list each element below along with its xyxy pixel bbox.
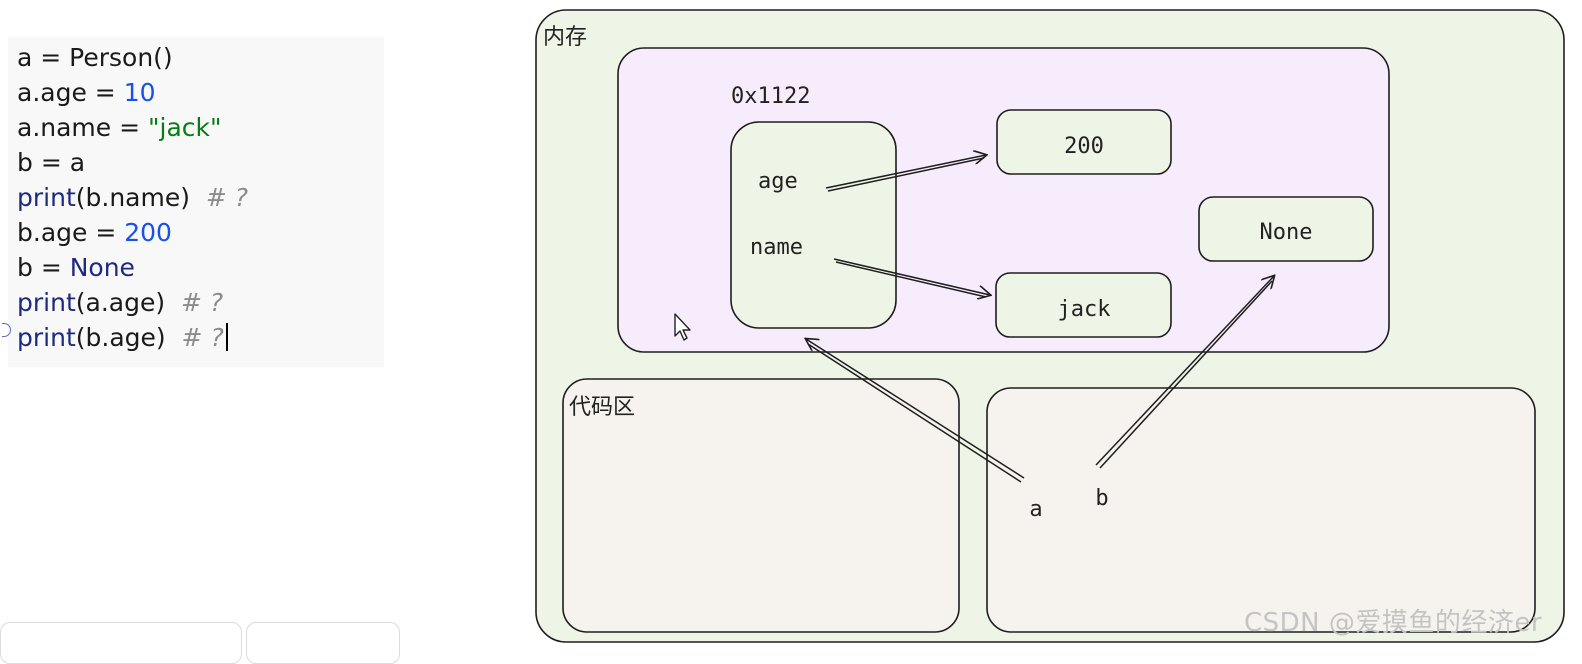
code-token: a.name =	[17, 113, 149, 142]
code-line: a.age = 10	[17, 76, 156, 110]
memory-label: 内存	[543, 25, 587, 50]
value-200: 200	[1064, 134, 1104, 159]
code-line: print(b.age) # ?	[17, 321, 228, 355]
value-box-200	[996, 109, 1172, 175]
value-box-none	[1198, 196, 1374, 262]
code-line: b = None	[17, 251, 135, 285]
value-jack: jack	[1058, 297, 1111, 322]
code-token: # ?	[205, 183, 249, 212]
stack-region	[986, 387, 1536, 633]
breakpoint-marker	[2, 323, 11, 337]
code-token: # ?	[181, 288, 224, 317]
code-area-label: 代码区	[569, 395, 635, 420]
code-area-region	[562, 378, 960, 633]
arrow-name-to-jack	[833, 258, 990, 297]
field-name: name	[750, 235, 803, 260]
code-token: print	[17, 183, 76, 212]
code-token: "jack"	[148, 113, 222, 142]
code-token: (b.age)	[75, 323, 182, 352]
object-box	[730, 121, 897, 329]
code-line: a = Person()	[17, 41, 173, 75]
object-address: 0x1122	[731, 84, 810, 109]
code-token: print	[17, 323, 76, 352]
code-line: print(b.name) # ?	[17, 181, 248, 215]
code-token: # ?	[181, 323, 224, 352]
watermark: CSDN @爱摸鱼的经济er	[1244, 608, 1543, 638]
code-token: (b.name)	[75, 183, 206, 212]
code-token: a = Person()	[17, 43, 173, 72]
code-token: 10	[123, 78, 156, 107]
code-token: a.age =	[17, 78, 124, 107]
arrow-a-to-object	[806, 339, 1025, 483]
var-a: a	[1029, 497, 1042, 522]
value-none: None	[1260, 220, 1313, 245]
code-token: b =	[17, 253, 70, 282]
code-token: b.age =	[17, 218, 125, 247]
value-box-jack	[995, 272, 1172, 338]
mouse-cursor-icon	[674, 313, 691, 341]
code-token: 200	[124, 218, 172, 247]
var-b: b	[1095, 486, 1108, 511]
text-caret	[225, 323, 228, 351]
field-age: age	[758, 169, 798, 194]
arrow-b-to-none	[1095, 276, 1274, 469]
code-token: print	[17, 288, 76, 317]
code-token: b = a	[17, 148, 86, 177]
code-token: (a.age)	[75, 288, 181, 317]
code-token: None	[69, 253, 135, 282]
code-line: a.name = "jack"	[17, 111, 222, 145]
code-line: print(a.age) # ?	[17, 286, 223, 320]
code-line: b.age = 200	[17, 216, 172, 250]
arrow-age-to-200	[825, 155, 986, 192]
code-line: b = a	[17, 146, 85, 180]
